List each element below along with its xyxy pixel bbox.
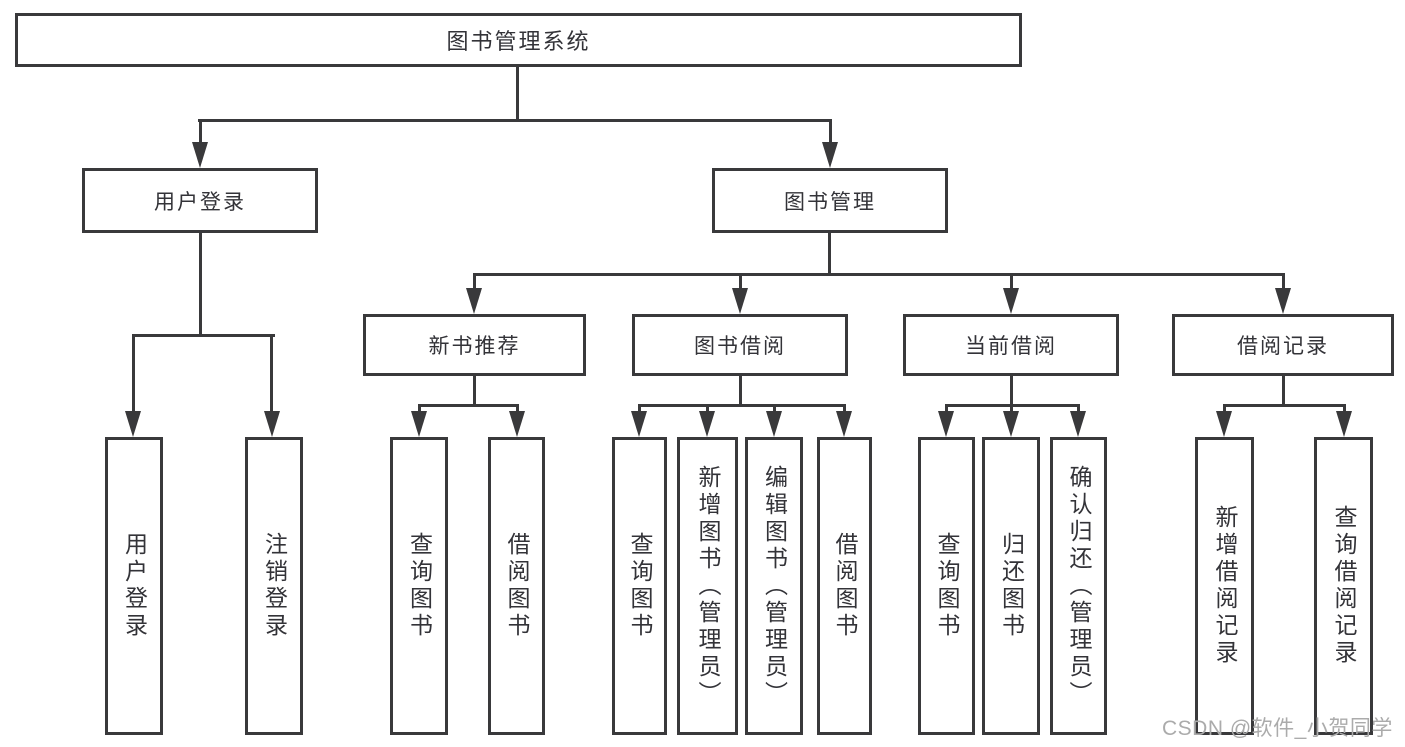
- arrowhead-down-icon: [1003, 411, 1019, 437]
- arrowhead-down-icon: [732, 288, 748, 314]
- arrowhead-down-icon: [1275, 288, 1291, 314]
- connector-line: [198, 119, 832, 122]
- leaf-add-books-admin: 新增图书（管理员）: [677, 437, 738, 735]
- leaf-confirm-return-admin: 确认归还（管理员）: [1050, 437, 1107, 735]
- leaf-query-borrow-record: 查询借阅记录: [1314, 437, 1373, 735]
- connector-line: [473, 273, 1285, 276]
- watermark: CSDN @软件_小贺同学: [1162, 717, 1393, 740]
- leaf-label: 查询图书: [406, 532, 433, 640]
- connector-line: [638, 404, 846, 407]
- arrowhead-down-icon: [631, 411, 647, 437]
- connector-line: [739, 276, 742, 292]
- arrowhead-down-icon: [509, 411, 525, 437]
- arrowhead-down-icon: [1336, 411, 1352, 437]
- connector-line: [270, 337, 273, 415]
- connector-line: [829, 122, 832, 146]
- leaf-query-books: 查询图书: [612, 437, 667, 735]
- connector-line: [516, 67, 519, 122]
- leaf-label: 新增借阅记录: [1212, 505, 1238, 667]
- leaf-label: 查询图书: [934, 532, 960, 640]
- connector-line: [1282, 376, 1285, 407]
- connector-line: [199, 122, 202, 146]
- leaf-user-login: 用户登录: [105, 437, 163, 735]
- leaf-label: 借阅图书: [832, 532, 858, 640]
- connector-line: [473, 376, 476, 407]
- leaf-label: 注销登录: [261, 532, 288, 640]
- arrowhead-down-icon: [1070, 411, 1086, 437]
- connector-line: [418, 404, 519, 407]
- connector-line: [132, 334, 275, 337]
- connector-line: [132, 337, 135, 415]
- connector-line: [1223, 404, 1346, 407]
- node-current-borrow: 当前借阅: [903, 314, 1119, 376]
- arrowhead-down-icon: [822, 142, 838, 168]
- arrowhead-down-icon: [411, 411, 427, 437]
- node-borrow-records: 借阅记录: [1172, 314, 1394, 376]
- leaf-label: 新增图书（管理员）: [695, 464, 721, 708]
- leaf-label: 借阅图书: [504, 532, 530, 640]
- arrowhead-down-icon: [836, 411, 852, 437]
- leaf-label: 确认归还（管理员）: [1066, 464, 1092, 708]
- arrowhead-down-icon: [125, 411, 141, 437]
- leaf-borrow-books: 借阅图书: [488, 437, 545, 735]
- connector-line: [739, 376, 742, 407]
- leaf-label: 归还图书: [998, 532, 1025, 640]
- leaf-label: 查询图书: [627, 532, 653, 640]
- leaf-logout: 注销登录: [245, 437, 303, 735]
- leaf-label: 编辑图书（管理员）: [761, 464, 788, 708]
- leaf-query-books: 查询图书: [918, 437, 975, 735]
- connector-line: [945, 404, 1080, 407]
- arrowhead-down-icon: [938, 411, 954, 437]
- leaf-add-borrow-record: 新增借阅记录: [1195, 437, 1254, 735]
- connector-line: [1010, 376, 1013, 407]
- leaf-label: 查询借阅记录: [1331, 505, 1357, 667]
- arrowhead-down-icon: [1003, 288, 1019, 314]
- node-user-login: 用户登录: [82, 168, 318, 233]
- node-library-system: 图书管理系统: [15, 13, 1022, 67]
- arrowhead-down-icon: [466, 288, 482, 314]
- leaf-borrow-books: 借阅图书: [817, 437, 872, 735]
- connector-line: [1282, 276, 1285, 292]
- arrowhead-down-icon: [1216, 411, 1232, 437]
- connector-line: [473, 276, 476, 292]
- leaf-label: 用户登录: [121, 532, 148, 640]
- arrowhead-down-icon: [766, 411, 782, 437]
- leaf-query-books: 查询图书: [390, 437, 448, 735]
- arrowhead-down-icon: [699, 411, 715, 437]
- leaf-edit-books-admin: 编辑图书（管理员）: [745, 437, 803, 735]
- node-new-book-recommend: 新书推荐: [363, 314, 586, 376]
- node-book-borrow: 图书借阅: [632, 314, 848, 376]
- arrowhead-down-icon: [264, 411, 280, 437]
- connector-line: [828, 233, 831, 276]
- connector-line: [1010, 276, 1013, 292]
- connector-line: [199, 233, 202, 337]
- node-book-management: 图书管理: [712, 168, 948, 233]
- leaf-return-books: 归还图书: [982, 437, 1040, 735]
- arrowhead-down-icon: [192, 142, 208, 168]
